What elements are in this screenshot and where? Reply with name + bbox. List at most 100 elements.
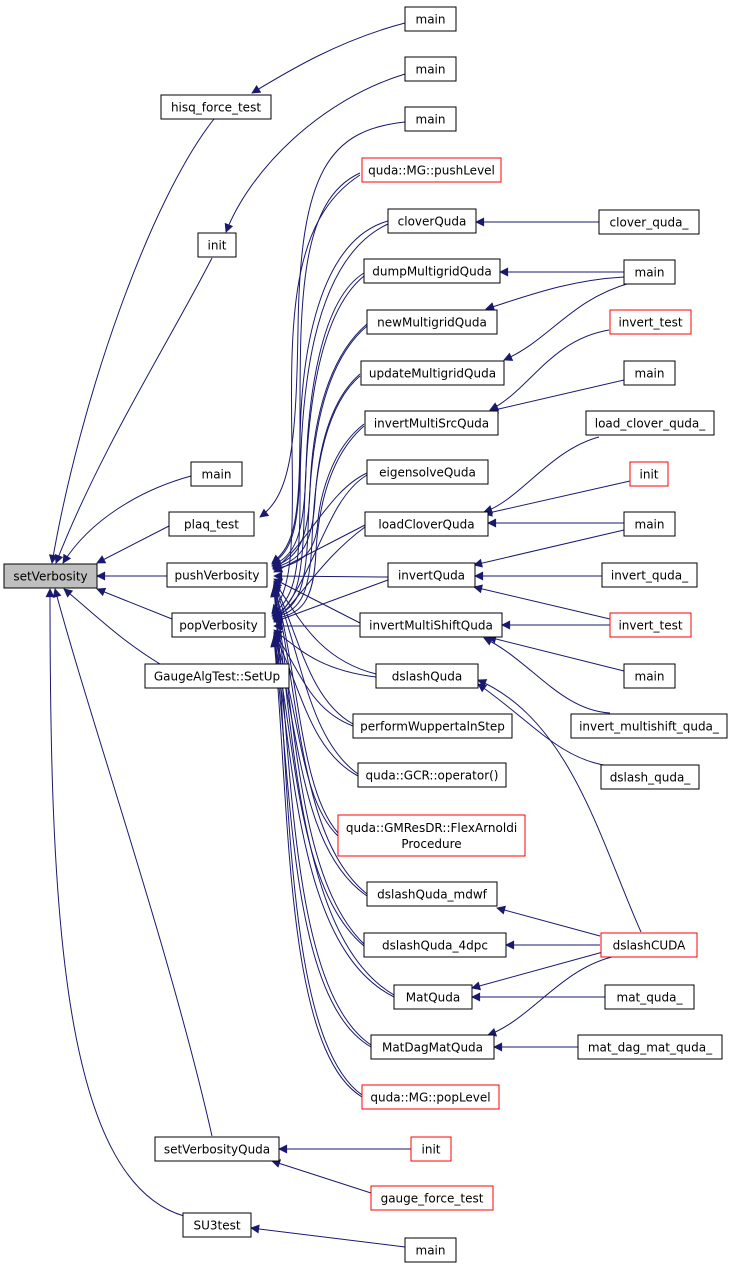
edge-dslash-to-push: [273, 580, 377, 675]
svg-text:invertMultiSrcQuda: invertMultiSrcQuda: [374, 417, 489, 431]
node-gaugealgtest-setup[interactable]: GaugeAlgTest::SetUp: [144, 663, 290, 689]
edge-matdag-to-pop: [270, 637, 372, 1048]
node-hisq-force-test[interactable]: hisq_force_test: [160, 94, 272, 120]
edge-eigen-to-push: [273, 472, 368, 571]
node-clover-quda-underscore[interactable]: clover_quda_: [598, 209, 700, 235]
node-main-b[interactable]: main: [404, 1237, 457, 1263]
node-eigensolvequda[interactable]: eigensolveQuda: [366, 459, 489, 485]
node-dslashquda[interactable]: dslashQuda: [375, 663, 479, 689]
edge-gcr-to-push: [272, 582, 359, 775]
svg-text:quda::GCR::operator(): quda::GCR::operator(): [366, 769, 499, 783]
node-invert-test-2[interactable]: invert_test: [609, 612, 692, 638]
svg-text:dslashQuda_4dpc: dslashQuda_4dpc: [382, 939, 488, 953]
svg-text:setVerbosityQuda: setVerbosityQuda: [164, 1143, 270, 1157]
svg-text:main: main: [416, 63, 446, 77]
node-plaq-test[interactable]: plaq_test: [168, 511, 255, 537]
node-dslashquda-4dpc[interactable]: dslashQuda_4dpc: [363, 932, 507, 958]
node-invert-test-1[interactable]: invert_test: [609, 309, 692, 335]
svg-text:quda::MG::popLevel: quda::MG::popLevel: [370, 1091, 490, 1105]
edge-main5-to-multisrc: [489, 379, 625, 414]
edge-inverttest2-to-invert: [473, 584, 611, 620]
svg-text:setVerbosity: setVerbosity: [13, 570, 87, 584]
node-invert-quda-underscore[interactable]: invert_quda_: [601, 562, 698, 588]
node-main-2[interactable]: main: [404, 56, 457, 82]
svg-text:invertQuda: invertQuda: [398, 569, 465, 583]
svg-text:main: main: [416, 13, 446, 27]
edge-loadclover-to-pop: [273, 526, 366, 622]
node-dslash-quda-underscore[interactable]: dslash_quda_: [600, 764, 700, 790]
edge-main7-to-multishift: [487, 634, 625, 672]
node-main-a[interactable]: main: [190, 461, 243, 487]
edge-init-to-setverbosity: [54, 257, 213, 564]
node-init-b[interactable]: init: [410, 1136, 452, 1162]
edge-wupp-to-push: [273, 581, 354, 725]
edge-new-to-pop: [272, 325, 368, 619]
svg-text:MatDagMatQuda: MatDagMatQuda: [382, 1041, 483, 1055]
node-main-3[interactable]: main: [404, 106, 457, 132]
node-init-a[interactable]: init: [197, 232, 237, 258]
node-matdagmatquda[interactable]: MatDagMatQuda: [370, 1034, 495, 1060]
node-cloverquda[interactable]: cloverQuda: [387, 208, 477, 234]
svg-text:eigensolveQuda: eigensolveQuda: [379, 466, 476, 480]
node-invertquda[interactable]: invertQuda: [387, 562, 476, 588]
node-mg-poplevel[interactable]: quda::MG::popLevel: [361, 1084, 500, 1110]
node-mat-dag-mat-quda-underscore[interactable]: mat_dag_mat_quda_: [577, 1034, 723, 1060]
node-invert-multishift-quda-underscore[interactable]: invert_multishift_quda_: [570, 713, 728, 739]
node-popverbosity[interactable]: popVerbosity: [171, 612, 266, 638]
node-main-1[interactable]: main: [404, 6, 457, 32]
node-main-4[interactable]: main: [623, 259, 676, 285]
node-setverbosity[interactable]: setVerbosity: [3, 563, 98, 589]
edge-dslashcuda-to-matdag: [487, 956, 613, 1037]
node-su3test[interactable]: SU3test: [182, 1212, 252, 1238]
node-main-6[interactable]: main: [623, 511, 676, 537]
svg-text:main: main: [635, 670, 665, 684]
edge-main6-to-invert: [473, 529, 625, 568]
edge-loadclover-to-push: [273, 524, 366, 573]
node-performwuppertalnstep[interactable]: performWuppertalnStep: [352, 713, 513, 739]
edge-gmres-to-push: [271, 583, 339, 834]
edge-main1-to-hisq: [251, 22, 406, 94]
edge-invertmsq_-to-multishift: [483, 637, 611, 714]
svg-text:init: init: [208, 239, 227, 253]
edge-clover-to-pop: [271, 223, 389, 615]
node-dumpmultigridquda[interactable]: dumpMultigridQuda: [363, 258, 501, 284]
svg-text:dumpMultigridQuda: dumpMultigridQuda: [372, 265, 491, 279]
node-main-5[interactable]: main: [623, 360, 676, 386]
svg-text:quda::MG::pushLevel: quda::MG::pushLevel: [368, 164, 495, 178]
node-loadcloverquda[interactable]: loadCloverQuda: [364, 511, 489, 537]
node-mat-quda-underscore[interactable]: mat_quda_: [604, 984, 695, 1010]
edge-update-to-pop: [272, 375, 361, 621]
node-matquda[interactable]: MatQuda: [393, 984, 473, 1010]
node-gauge-force-test[interactable]: gauge_force_test: [370, 1185, 494, 1211]
svg-text:Procedure: Procedure: [401, 837, 461, 851]
node-dslashcuda[interactable]: dslashCUDA: [600, 932, 698, 958]
edge-invert-to-pop: [273, 579, 389, 624]
svg-text:quda::GMResDR::FlexArnoldi: quda::GMResDR::FlexArnoldi: [346, 821, 517, 835]
node-gcr-operator[interactable]: quda::GCR::operator(): [357, 762, 507, 788]
node-load-clover-quda-underscore[interactable]: load_clover_quda_: [585, 410, 715, 436]
node-pushverbosity[interactable]: pushVerbosity: [166, 562, 268, 588]
node-dslashquda-mdwf[interactable]: dslashQuda_mdwf: [366, 881, 498, 907]
svg-text:main: main: [635, 367, 665, 381]
svg-text:dslashQuda_mdwf: dslashQuda_mdwf: [377, 888, 488, 902]
node-newmultigridquda[interactable]: newMultigridQuda: [366, 309, 498, 335]
svg-text:invert_multishift_quda_: invert_multishift_quda_: [579, 720, 720, 734]
edge-initc-to-loadclover: [483, 480, 631, 517]
node-updatemultigridquda[interactable]: updateMultigridQuda: [360, 360, 505, 386]
node-init-c[interactable]: init: [629, 461, 669, 487]
node-invertmultisrcquda[interactable]: invertMultiSrcQuda: [364, 410, 499, 436]
edge-mgpop-to-pop: [270, 638, 363, 1098]
svg-text:main: main: [202, 468, 232, 482]
node-invertmultishiftquda[interactable]: invertMultiShiftQuda: [359, 612, 503, 638]
edge-dslashcuda-to-mdwf: [496, 905, 601, 937]
node-setverbosityquda[interactable]: setVerbosityQuda: [154, 1136, 280, 1162]
svg-text:invertMultiShiftQuda: invertMultiShiftQuda: [369, 619, 493, 633]
edge-dslashquda_-to-dslash: [477, 683, 611, 767]
node-main-7[interactable]: main: [623, 663, 676, 689]
node-mg-pushlevel[interactable]: quda::MG::pushLevel: [361, 157, 502, 183]
edge-main4-to-new: [485, 276, 625, 311]
edge-setverbosityquda-to-setverbosity: [52, 588, 213, 1137]
svg-text:updateMultigridQuda: updateMultigridQuda: [369, 367, 496, 381]
